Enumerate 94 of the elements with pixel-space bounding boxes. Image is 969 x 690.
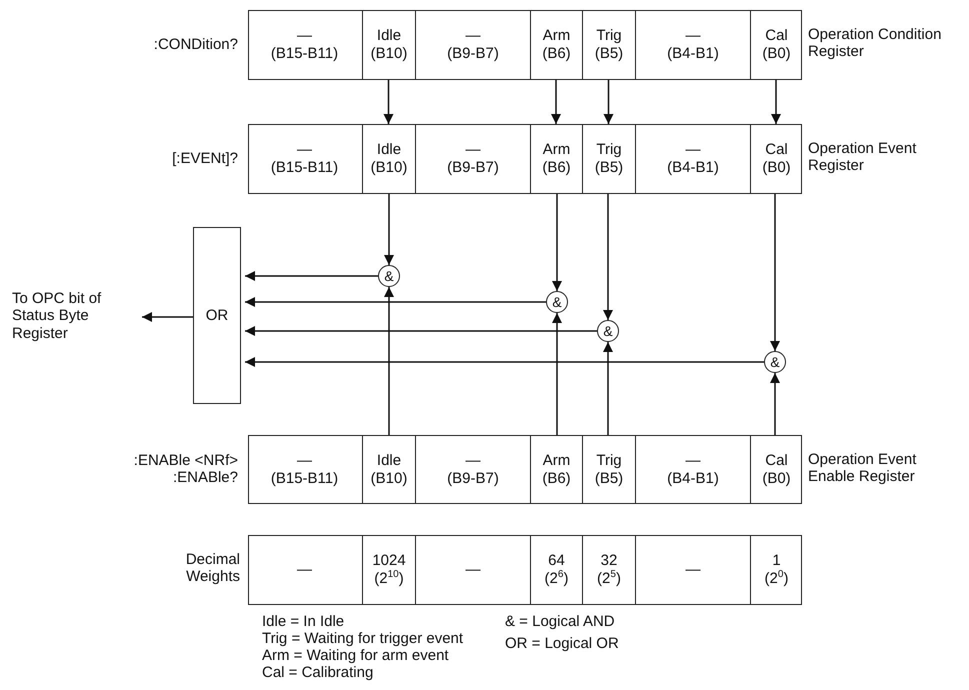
bit-number: (B5) (594, 470, 624, 488)
bit-number: (B5) (594, 45, 624, 63)
bit-number: (B0) (762, 45, 791, 63)
command-label: :ENABle <NRf> (132, 452, 238, 469)
bit-number: (B9-B7) (447, 159, 499, 177)
bit-number: (B15-B11) (270, 470, 338, 488)
bit-number: (B5) (594, 159, 624, 177)
row-label: Decimal Weights (184, 551, 240, 586)
bit-number: (B10) (370, 470, 408, 488)
bit-label: — (466, 141, 480, 159)
arrow (384, 80, 394, 124)
register-name: Operation Event Enable Register (808, 451, 918, 486)
bit-number: (B9-B7) (447, 45, 499, 63)
bit-number: (2$^{10}$) (374, 570, 404, 588)
arrow (142, 312, 193, 322)
command-label: [:EVENt]? (171, 150, 238, 167)
bit-label: — (297, 452, 312, 470)
bit-number: (2$^{6}$) (544, 570, 568, 588)
bit-number: (B6) (542, 159, 571, 177)
arrow (245, 357, 764, 367)
arrow (384, 287, 394, 435)
bit-label: — (297, 141, 312, 159)
bit-number: (2$^{0}$) (764, 570, 788, 588)
bit-label: — (297, 27, 312, 45)
arrow (245, 297, 546, 307)
command-label: :CONDition? (152, 36, 238, 53)
bit-number: (B6) (542, 470, 571, 488)
register-name: Operation Event Register (808, 140, 918, 174)
bit-label: Idle (376, 452, 402, 470)
arrow (771, 80, 781, 124)
register-box (248, 124, 802, 194)
bit-label: — (686, 452, 700, 470)
and-gate: & (378, 265, 400, 287)
arrow (603, 194, 613, 320)
bit-number: (B6) (542, 45, 571, 63)
bit-label: Arm (542, 141, 570, 159)
bit-number: (B15-B11) (270, 159, 338, 177)
bit-number: (B9-B7) (447, 470, 499, 488)
arrow (384, 194, 394, 265)
bit-label: 64 (548, 552, 565, 570)
bit-label: Cal (765, 141, 788, 159)
arrow (245, 271, 378, 281)
arrow (551, 80, 561, 124)
command-label: :ENABle? (172, 468, 238, 486)
arrow (770, 373, 780, 435)
abbreviation-note: OR = Logical OR (505, 635, 619, 652)
bit-label: Arm (542, 452, 570, 470)
abbreviation-note: Cal = Calibrating (262, 664, 374, 681)
register-name: Operation Condition Register (808, 26, 942, 60)
or-gate-box: OR (193, 227, 241, 404)
bit-label: Cal (765, 452, 788, 470)
bit-number: (B4-B1) (667, 470, 719, 488)
bit-label: Cal (765, 27, 788, 45)
arrow (770, 194, 780, 351)
bit-number: (B4-B1) (667, 159, 719, 177)
bit-label: Trig (596, 452, 622, 470)
bit-number: (B10) (370, 45, 408, 63)
bit-label: Arm (542, 27, 570, 45)
bit-label: — (466, 27, 480, 45)
bit-label: 1024 (372, 552, 406, 570)
abbreviation-note: Trig = Waiting for trigger event (262, 630, 464, 647)
bit-number: (B4-B1) (667, 45, 719, 63)
and-gate: & (546, 291, 568, 313)
bit-label: — (686, 561, 700, 579)
and-gate: & (764, 351, 786, 373)
bit-label: 1 (772, 552, 781, 570)
bit-label: — (297, 561, 312, 579)
bit-number: (2$^{5}$) (597, 570, 621, 588)
bit-label: Trig (596, 27, 622, 45)
abbreviation-note: Arm = Waiting for arm event (262, 647, 449, 664)
bit-label: — (466, 452, 480, 470)
register-box (248, 435, 802, 504)
bit-label: — (686, 141, 700, 159)
arrow (552, 194, 562, 291)
bit-label: — (686, 27, 700, 45)
arrow (604, 80, 614, 124)
bit-number: (B0) (762, 159, 791, 177)
abbreviation-note: & = Logical AND (505, 613, 615, 630)
bit-label: Idle (376, 27, 402, 45)
bit-label: Trig (596, 141, 622, 159)
register-box (248, 535, 802, 605)
and-gate: & (597, 320, 619, 342)
bit-number: (B10) (370, 159, 408, 177)
bit-label: 32 (600, 552, 618, 570)
register-box (248, 10, 802, 80)
bit-number: (B0) (762, 470, 791, 488)
abbreviation-note: Idle = In Idle (262, 613, 344, 630)
bit-number: (B15-B11) (270, 45, 338, 63)
bit-label: — (466, 561, 480, 579)
arrow (245, 326, 597, 336)
arrow (603, 342, 613, 435)
output-label: To OPC bit of Status Byte Register (12, 290, 138, 342)
bit-label: Idle (376, 141, 402, 159)
arrow (552, 313, 562, 435)
